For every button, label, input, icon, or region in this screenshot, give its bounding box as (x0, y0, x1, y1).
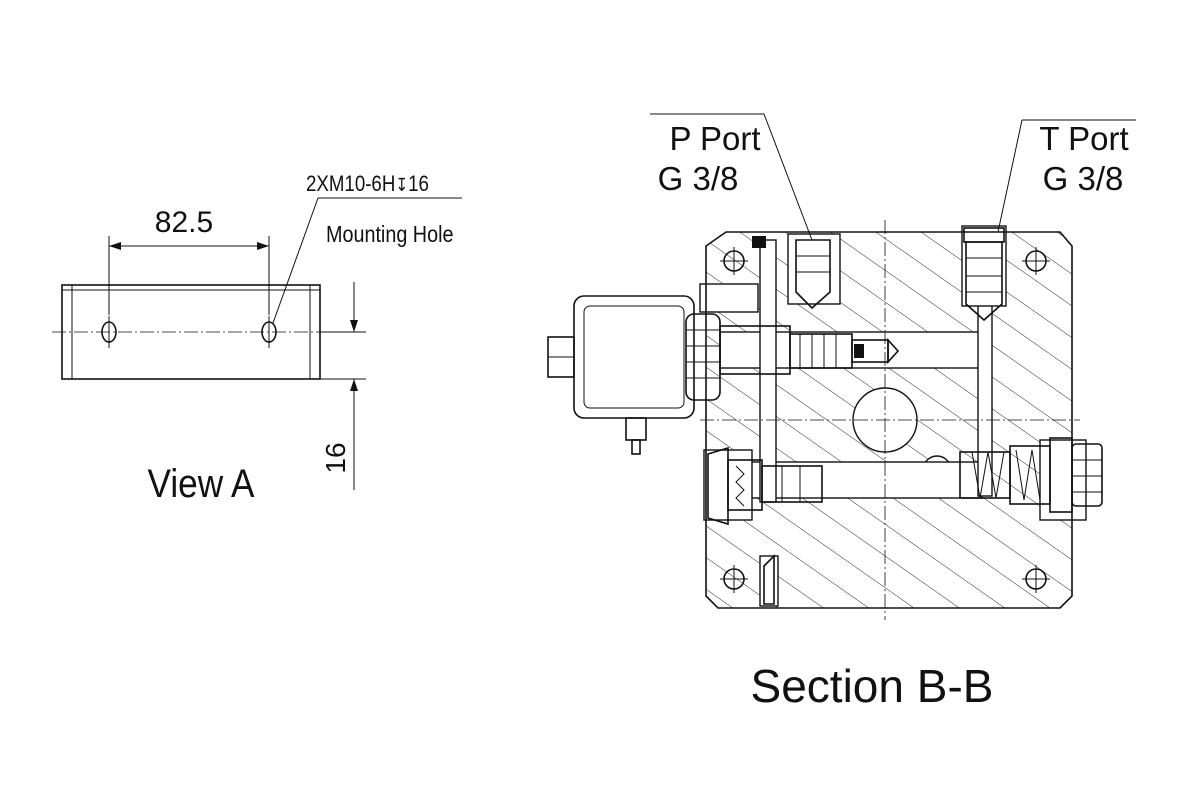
p-port-thread: G 3/8 (658, 160, 739, 197)
view-a: 82.5 16 2XM10-6H↧16 Mounting Hole View A (52, 173, 462, 506)
corner-bolt-holes (720, 247, 1050, 593)
t-port-thread: G 3/8 (1043, 160, 1124, 197)
t-port-leader (997, 119, 1136, 233)
t-port-name: T Port (1039, 120, 1128, 157)
mounting-hole-label: Mounting Hole (326, 222, 453, 248)
solenoid-coil (547, 295, 695, 455)
t-port-fitting (963, 227, 1005, 322)
section-centerlines (700, 220, 1080, 620)
dimension-height-value: 16 (320, 442, 351, 473)
manifold-block-outline (705, 231, 1073, 609)
solenoid-cartridge (719, 325, 900, 375)
section-bb: P Port G 3/8 T Port G 3/8 Section B-B (547, 113, 1136, 712)
view-a-caption: View A (148, 461, 256, 506)
thread-spec-depth: 16 (408, 173, 429, 197)
bolt-hole-top-left (720, 247, 748, 275)
hole-leader (272, 197, 462, 324)
depth-symbol: ↧ (395, 175, 408, 195)
dimension-width (108, 236, 270, 315)
relief-valve (959, 437, 1103, 513)
thread-spec: 2XM10-6H↧16 (306, 173, 429, 197)
mounting-hole-left (101, 316, 117, 348)
p-port-name: P Port (669, 120, 760, 157)
dimension-height (320, 282, 366, 490)
p-port-fitting (752, 236, 831, 310)
section-bb-caption: Section B-B (751, 660, 994, 712)
dimension-width-value: 82.5 (155, 206, 213, 239)
bottom-plug (763, 554, 775, 605)
bolt-hole-top-right (1022, 247, 1050, 275)
p-port-leader (650, 113, 813, 241)
left-check-valve (707, 446, 823, 526)
bolt-hole-bottom-left (720, 565, 748, 593)
bolt-hole-bottom-right (1022, 565, 1050, 593)
thread-spec-prefix: 2XM10-6H (306, 173, 395, 197)
mounting-hole-right (261, 316, 277, 348)
